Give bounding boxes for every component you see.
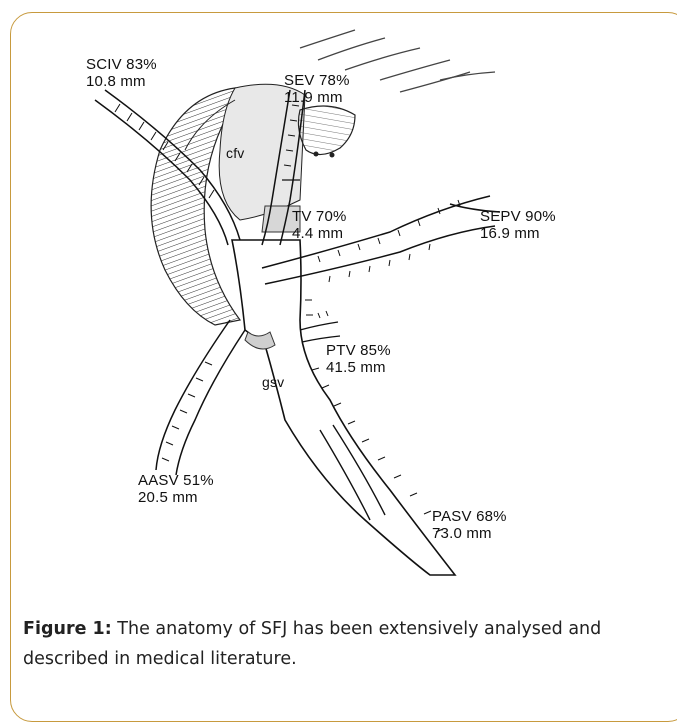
aasv-size: 20.5 mm [138,489,214,506]
sev-label: SEV 78% 11.9 mm [284,72,350,106]
ptv-label: PTV 85% 41.5 mm [326,342,391,376]
ptv-vein [300,322,340,342]
tv-name: TV 70% [292,208,347,225]
pasv-name: PASV 68% [432,508,507,525]
ptv-name: PTV 85% [326,342,391,359]
sciv-name: SCIV 83% [86,56,157,73]
sciv-label: SCIV 83% 10.8 mm [86,56,157,90]
gsv-label: gsv [262,374,284,391]
aasv-name: AASV 51% [138,472,214,489]
figure-caption: Figure 1: The anatomy of SFJ has been ex… [23,614,673,674]
pasv-size: 73.0 mm [432,525,507,542]
sev-name: SEV 78% [284,72,350,89]
cfv-label: cfv [226,145,245,162]
aasv-vein [156,320,245,475]
tv-label: TV 70% 4.4 mm [292,208,347,242]
sepv-size: 16.9 mm [480,225,556,242]
sev-size: 11.9 mm [284,89,350,106]
sciv-size: 10.8 mm [86,73,157,90]
caption-label: Figure 1: [23,619,112,639]
main-vein [232,240,455,575]
pasv-label: PASV 68% 73.0 mm [432,508,507,542]
sepv-name: SEPV 90% [480,208,556,225]
ptv-size: 41.5 mm [326,359,391,376]
tv-size: 4.4 mm [292,225,347,242]
aasv-label: AASV 51% 20.5 mm [138,472,214,506]
sepv-label: SEPV 90% 16.9 mm [480,208,556,242]
pubic-tubercle [298,106,355,155]
